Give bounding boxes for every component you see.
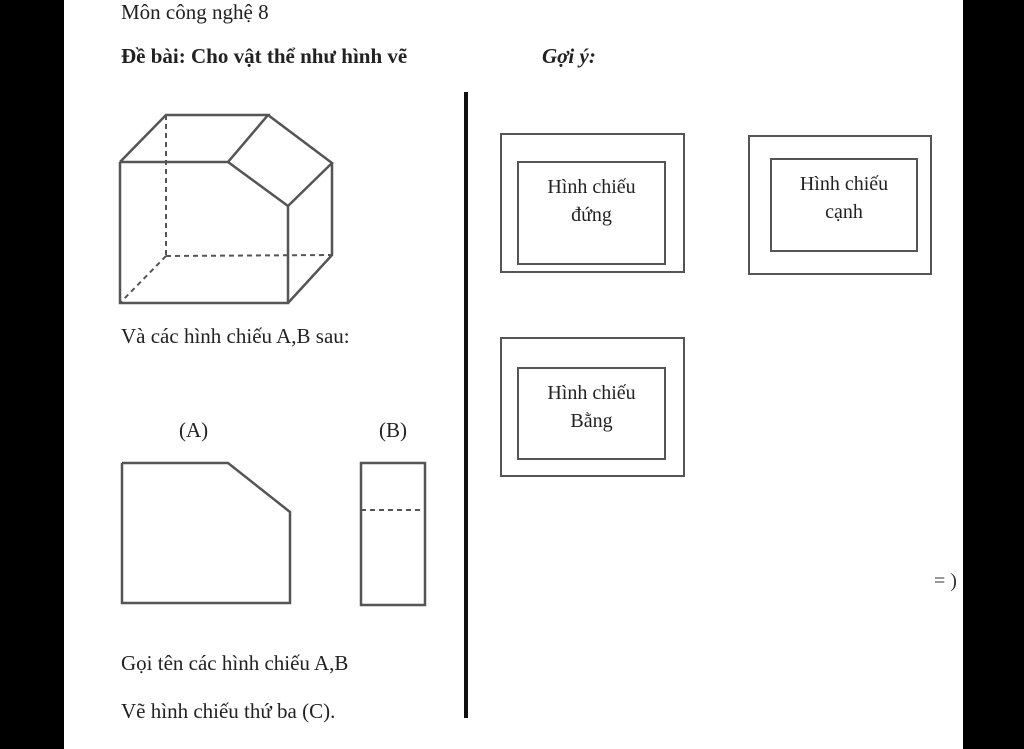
- top-view-label-line2: Bằng: [570, 410, 613, 432]
- hidden-diagonal-edge: [119, 255, 167, 304]
- hidden-back-edge: [165, 254, 333, 257]
- view-a-drawing: [120, 461, 292, 605]
- view-b-drawing: [359, 461, 427, 607]
- side-view-label-line2: cạnh: [825, 201, 863, 223]
- slant-face-edge: [227, 114, 334, 208]
- document-page: Môn công nghệ 8 Đề bài: Cho vật thể như …: [64, 0, 963, 749]
- top-view-outer-box: [500, 337, 685, 477]
- edge-mark: = ): [934, 570, 957, 592]
- top-view-box: Hình chiếu Bằng: [517, 367, 666, 460]
- side-view-box: Hình chiếu cạnh: [770, 158, 918, 252]
- top-face-edge: [119, 113, 271, 164]
- front-view-box: Hình chiếu đứng: [517, 161, 666, 265]
- top-view-label-line1: Hình chiếu: [547, 382, 636, 404]
- object-isometric-drawing: [118, 113, 334, 305]
- hint-title: Gợi ý:: [542, 44, 596, 68]
- label-view-a: (A): [179, 418, 209, 442]
- problem-prompt: Đề bài: Cho vật thể như hình vẽ: [121, 44, 408, 68]
- question-2: Vẽ hình chiếu thứ ba (C).: [121, 699, 336, 723]
- front-view-label-line2: đứng: [571, 204, 612, 226]
- side-view-label-line1: Hình chiếu: [799, 173, 889, 195]
- subject-title: Môn công nghệ 8: [121, 0, 269, 24]
- front-view-outer-box: [500, 133, 685, 273]
- question-1: Gọi tên các hình chiếu A,B: [121, 651, 349, 675]
- views-intro: Và các hình chiếu A,B sau:: [121, 324, 350, 348]
- vertical-divider: [464, 92, 468, 718]
- side-view-outer-box: [748, 135, 932, 275]
- label-view-b: (B): [379, 418, 407, 442]
- front-face-edge: [118, 162, 290, 305]
- front-view-label-line1: Hình chiếu: [547, 176, 636, 198]
